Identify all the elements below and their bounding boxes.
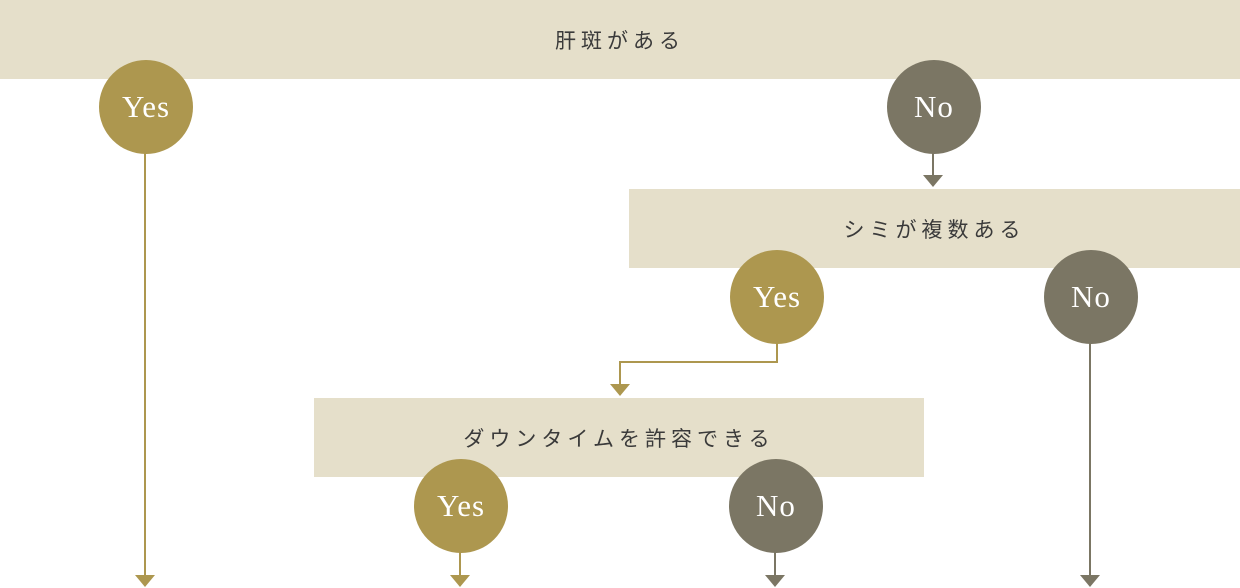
arrow-q2-yes	[610, 340, 778, 396]
arrow-q1-yes	[135, 150, 155, 587]
q1-no-label: No	[914, 89, 954, 124]
q2-no-circle: No	[1044, 250, 1138, 344]
q3-no-label: No	[756, 488, 796, 523]
question-box-2: シミが複数ある	[629, 189, 1240, 268]
q1-yes-circle: Yes	[99, 60, 193, 154]
question-box-1: 肝斑がある	[0, 0, 1240, 79]
q2-yes-label: Yes	[752, 279, 802, 314]
q2-no-label: No	[1071, 279, 1111, 314]
q3-no-circle: No	[729, 459, 823, 553]
q3-yes-label: Yes	[436, 488, 486, 523]
question-2-text: シミが複数ある	[843, 217, 1026, 242]
question-box-3: ダウンタイムを許容できる	[314, 398, 924, 477]
q2-yes-circle: Yes	[730, 250, 824, 344]
q1-no-circle: No	[887, 60, 981, 154]
question-3-text: ダウンタイムを許容できる	[463, 426, 775, 451]
question-1-text: 肝斑がある	[555, 28, 685, 53]
arrow-q3-yes	[450, 550, 470, 587]
q1-yes-label: Yes	[121, 89, 171, 124]
arrow-q2-no	[1080, 340, 1100, 587]
arrow-q1-no	[923, 150, 943, 187]
arrow-q3-no	[765, 550, 785, 587]
q3-yes-circle: Yes	[414, 459, 508, 553]
